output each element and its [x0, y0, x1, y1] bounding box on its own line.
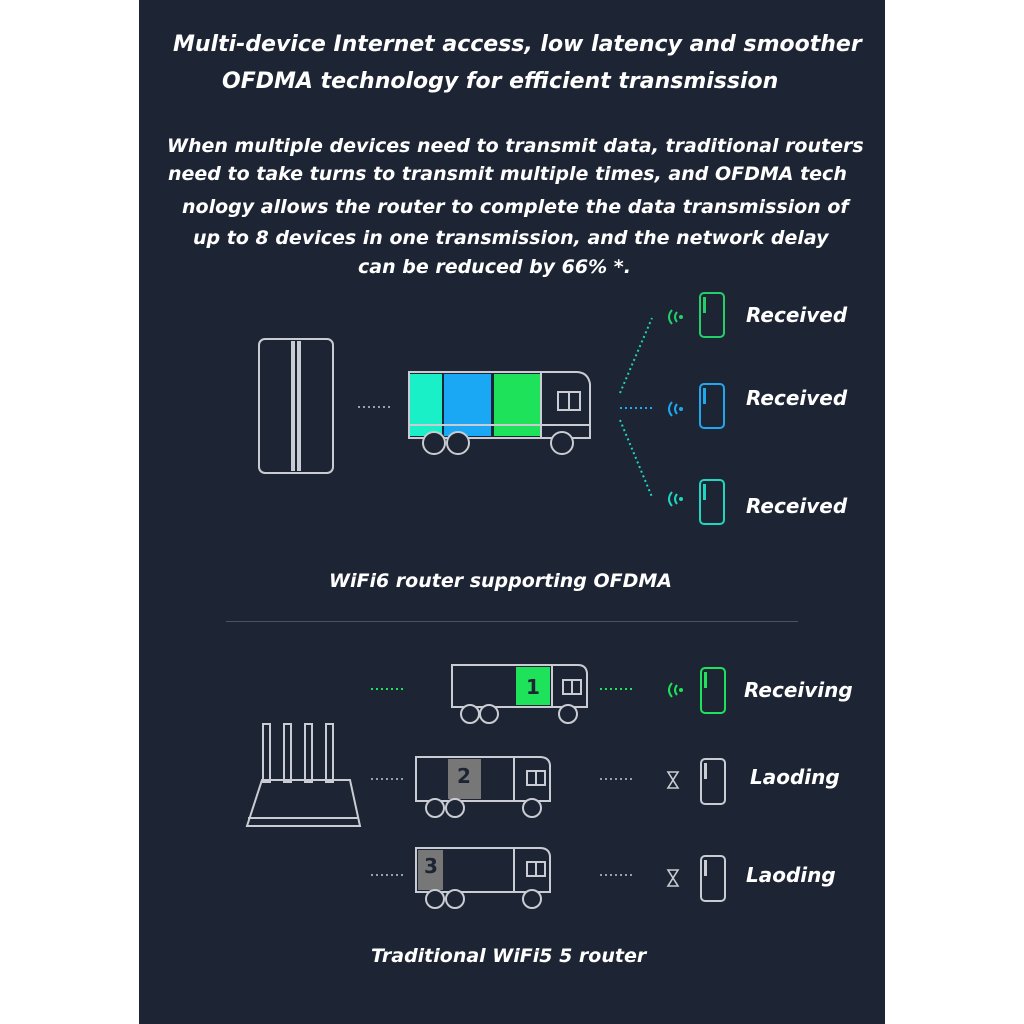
device-status: Received [746, 494, 848, 518]
hourglass-icon [666, 869, 680, 887]
section-divider [226, 621, 798, 622]
description-line-1: When multiple devices need to transmit d… [167, 135, 864, 157]
phone-icon [668, 292, 725, 338]
hourglass-icon [666, 771, 680, 789]
device-status: Received [746, 303, 848, 327]
description-line-2: need to take turns to transmit multiple … [168, 163, 847, 185]
cargo-block [418, 850, 443, 890]
wifi5-caption: Traditional WiFi5 5 router [371, 945, 647, 967]
device-status: Laoding [746, 863, 836, 887]
description-line-3: nology allows the router to complete the… [182, 196, 849, 218]
signal-icon [668, 682, 683, 698]
content-panel [139, 0, 885, 1024]
wifi6-truck-icon [408, 371, 591, 455]
device-status: Received [746, 386, 848, 410]
truck-icon [415, 756, 551, 818]
cargo-block [448, 759, 481, 799]
truck-icon [451, 664, 588, 724]
truck-number: 1 [526, 675, 540, 699]
cargo-block [444, 374, 491, 436]
device-status: Laoding [750, 765, 840, 789]
phone-icon [700, 758, 726, 805]
phone-icon [668, 479, 725, 525]
cargo-block [516, 667, 550, 705]
wifi6-caption: WiFi6 router supporting OFDMA [329, 570, 673, 592]
heading-line-2: OFDMA technology for efficient transmiss… [222, 69, 779, 94]
device-status: Receiving [744, 678, 853, 702]
link-dots [619, 317, 653, 394]
description-line-4: up to 8 devices in one transmission, and… [193, 227, 829, 249]
truck-number: 2 [457, 764, 471, 788]
description-line-5: can be reduced by 66% *. [358, 256, 631, 278]
link-dots [619, 419, 653, 498]
wifi5-router-icon [245, 723, 362, 827]
truck-icon [415, 847, 551, 909]
truck-number: 3 [424, 854, 438, 878]
wifi6-router-icon [258, 338, 334, 474]
phone-icon [668, 383, 725, 429]
cargo-block [494, 374, 541, 436]
heading-line-1: Multi-device Internet access, low latenc… [173, 32, 862, 57]
phone-icon [700, 667, 726, 714]
cargo-block [410, 374, 442, 436]
phone-icon [700, 855, 726, 902]
